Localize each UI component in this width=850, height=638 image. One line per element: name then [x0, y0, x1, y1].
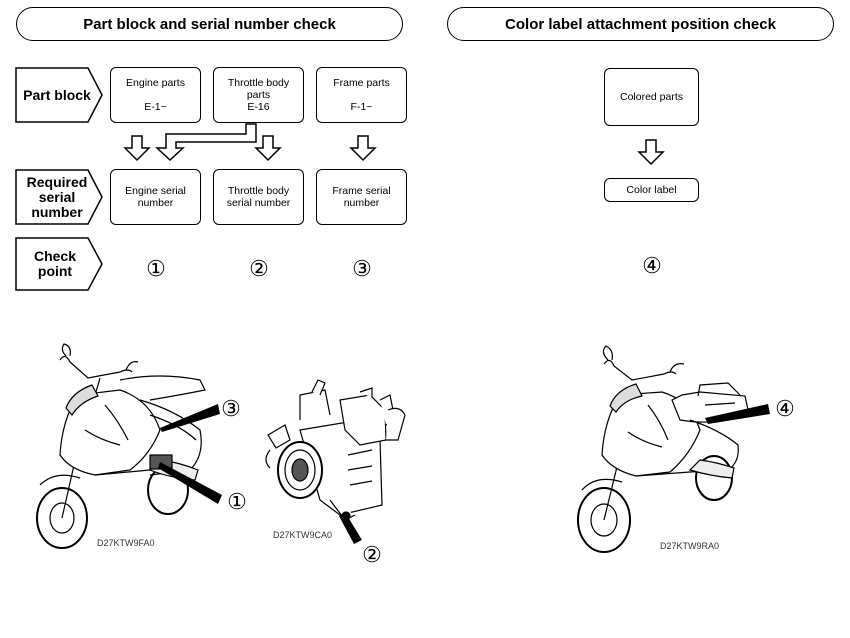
- scooter-right-code: D27KTW9RA0: [660, 541, 720, 551]
- check-point-1: ①: [146, 256, 166, 281]
- serial-engine-line1: Engine serial: [125, 185, 186, 197]
- scooter-left-code: D27KTW9FA0: [97, 538, 155, 548]
- check-point-4: ④: [642, 253, 662, 278]
- part-block-engine-line2: [154, 89, 157, 101]
- callout-lines-left: [158, 404, 222, 504]
- callout-line-right: [705, 404, 770, 424]
- scooter-left-illustration: [36, 343, 206, 549]
- required-serial-pentagon: [15, 169, 103, 225]
- left-section-title-text: Part block and serial number check: [83, 15, 336, 33]
- check-point-label-2: point: [37, 263, 73, 279]
- required-serial-label-1: Required: [26, 173, 88, 190]
- scooter-right-illustration: [577, 345, 749, 553]
- part-block-frame-line3: F-1~: [350, 101, 373, 113]
- throttle-body-illustration: [265, 379, 406, 521]
- left-section-title: Part block and serial number check: [16, 7, 403, 41]
- row-label-part-block: Part block: [16, 68, 98, 122]
- down-arrow-colored: [637, 139, 665, 166]
- required-serial-label-2: serial: [38, 188, 76, 205]
- serial-throttle-line1: Throttle body: [227, 185, 290, 197]
- callout-line-throttle: [339, 512, 362, 544]
- row-label-required-serial: Required serial number: [16, 170, 98, 224]
- right-section-title: Color label attachment position check: [447, 7, 834, 41]
- right-section-title-text: Color label attachment position check: [505, 15, 776, 33]
- serial-throttle: Throttle body serial number: [213, 169, 304, 225]
- check-point-2: ②: [249, 256, 269, 281]
- down-arrow-engine: [123, 135, 151, 162]
- part-block-pentagon: [15, 67, 103, 123]
- check-point-pentagon: [15, 237, 103, 291]
- callout-1-left: ①: [227, 489, 247, 514]
- row-label-check-point: Check point: [16, 238, 94, 290]
- part-block-throttle-line2: parts: [246, 89, 271, 101]
- serial-engine: Engine serial number: [110, 169, 201, 225]
- check-point-label-1: Check: [33, 248, 77, 264]
- color-label-box: Color label: [604, 178, 699, 202]
- serial-throttle-line2: serial number: [226, 197, 291, 209]
- part-block-engine-line1: Engine parts: [126, 77, 185, 89]
- serial-frame-line1: Frame serial: [332, 185, 391, 197]
- serial-frame-line2: number: [343, 197, 380, 209]
- part-block-frame-line2: [360, 89, 363, 101]
- throttle-code: D27KTW9CA0: [273, 530, 333, 540]
- part-block-frame-line1: Frame parts: [333, 77, 390, 89]
- part-block-throttle-line3: E-16: [247, 101, 270, 113]
- bent-arrow-throttle-to-engine: [155, 123, 257, 162]
- colored-parts-box: Colored parts: [604, 68, 699, 126]
- down-arrow-frame: [349, 135, 377, 162]
- callout-2-throttle: ②: [362, 542, 382, 567]
- callout-4-right: ④: [775, 396, 795, 421]
- part-block-frame: Frame parts F-1~: [316, 67, 407, 123]
- part-block-engine: Engine parts E-1~: [110, 67, 201, 123]
- part-block-throttle-line1: Throttle body: [227, 77, 290, 89]
- part-block-throttle: Throttle body parts E-16: [213, 67, 304, 123]
- color-label-text: Color label: [626, 184, 677, 196]
- part-block-label: Part block: [23, 86, 91, 103]
- serial-frame: Frame serial number: [316, 169, 407, 225]
- serial-engine-line2: number: [137, 197, 174, 209]
- part-block-engine-line3: E-1~: [144, 101, 167, 113]
- check-point-3: ③: [352, 256, 372, 281]
- colored-parts-label: Colored parts: [619, 91, 684, 103]
- required-serial-label-3: number: [31, 203, 83, 220]
- callout-3-left: ③: [221, 396, 241, 421]
- down-arrow-throttle: [254, 135, 282, 162]
